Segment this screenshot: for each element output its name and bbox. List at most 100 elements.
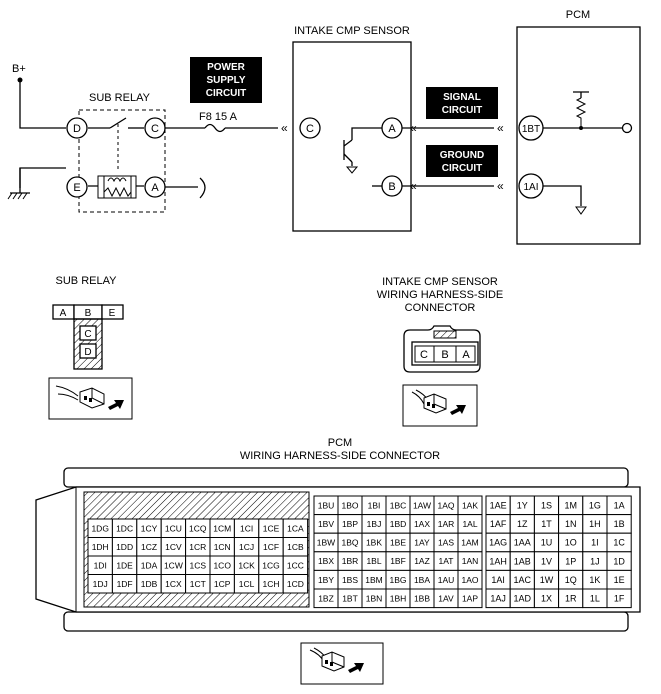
connector-view-icon	[411, 389, 466, 415]
pcm-pin-label: 1AE	[490, 501, 507, 511]
pcm-pin-label: 1CF	[263, 542, 279, 552]
pcm-pin-label: 1BM	[365, 575, 382, 585]
relay-pin-c: C	[144, 117, 166, 139]
pcm-pin-label: 1AO	[461, 575, 478, 585]
b-plus-wire	[19, 80, 66, 129]
connector-view-icon	[55, 385, 124, 410]
pcm-pin-label: 1F	[614, 594, 625, 604]
pcm-pin-label: 1DI	[94, 560, 107, 570]
pcm-pin-label: 1DD	[116, 542, 133, 552]
sensor-connector-title-line2: WIRING HARNESS-SIDE	[377, 289, 504, 301]
ground-label-line2: CIRCUIT	[442, 163, 483, 174]
pcm-pin-label: 1AK	[462, 500, 478, 510]
pcm-pin-label: 1AH	[489, 556, 507, 566]
pcm-pin-label: 1BY	[318, 575, 334, 585]
wire-break-icon	[199, 177, 206, 199]
pcm-pin-label: 1AP	[462, 593, 478, 603]
pcm-pin-label: 1CQ	[189, 523, 207, 533]
pcm-output-terminal-icon	[621, 122, 633, 134]
pcm-pin-label: 1BK	[366, 538, 382, 548]
pcm-pin-label: 1BV	[318, 519, 334, 529]
relay-coil-icon	[103, 176, 132, 198]
pcm-pin-label: 1BQ	[341, 538, 358, 548]
pcm-pin-label: 1V	[541, 556, 552, 566]
pcm-pin-label: 1AC	[514, 575, 532, 585]
pcm-pin-label: 1BC	[390, 500, 407, 510]
pcm-pin-label: 1DF	[117, 579, 133, 589]
relay-connector-cell	[79, 325, 97, 341]
pcm-pin-label: 1BL	[366, 556, 381, 566]
pcm-pin-label: 1AT	[439, 556, 454, 566]
pcm-pin-label: 1N	[565, 519, 577, 529]
sensor-pin-c: C	[299, 117, 321, 139]
pcm-pin-label: 1CE	[263, 523, 280, 533]
relay-pin-a: A	[144, 176, 166, 198]
sensor-connector-title-line3: CONNECTOR	[405, 302, 476, 314]
sensor-pin-b: B	[381, 175, 403, 197]
pcm-pin-label: 1A	[614, 501, 625, 511]
pcm-pin-label: 1M	[564, 501, 577, 511]
pcm-pin-label: 1O	[565, 538, 577, 548]
pcm-pin-label: 1BA	[414, 575, 430, 585]
connector-mark-icon: «	[497, 179, 504, 193]
pcm-connector-title-line2: WIRING HARNESS-SIDE CONNECTOR	[240, 450, 440, 462]
pcm-pin-label: 1AM	[461, 538, 478, 548]
pcm-pin-label: 1Y	[517, 501, 528, 511]
pcm-pin-label: 1H	[589, 519, 601, 529]
pcm-pin-label: 1K	[589, 575, 600, 585]
pcm-pin-label: 1AY	[414, 538, 430, 548]
svg-text:C: C	[151, 123, 159, 135]
relay-coil-frame	[97, 175, 137, 199]
relay-connector-pin-e: E	[109, 308, 116, 319]
pcm-pin-label: 1L	[590, 594, 600, 604]
pcm-pin-label: 1BN	[366, 593, 383, 603]
pcm-pin-label: 1AG	[489, 538, 507, 548]
wiring-section: B+ SUB RELAY	[7, 9, 641, 245]
sub-relay-title: SUB RELAY	[89, 92, 151, 104]
pcm-pin-label: 1I	[591, 538, 599, 548]
sensor-connector-pin-c: C	[420, 349, 428, 361]
sensor-connector-inner	[414, 345, 476, 363]
sensor-pin-a: A	[381, 117, 403, 139]
pcm-pin-label: 1J	[590, 556, 600, 566]
pcm-pin-label: 1BO	[341, 500, 358, 510]
relay-pin-e: E	[66, 176, 88, 198]
relay-resistor-icon	[103, 186, 132, 198]
pcm-pin-label: 1AV	[438, 593, 454, 603]
pcm-pin-label: 1AA	[514, 538, 531, 548]
pcm-pin-label: 1AL	[462, 519, 477, 529]
pcm-pin-label: 1P	[565, 556, 576, 566]
sensor-connector-face	[411, 341, 479, 366]
pcm-pin-label: 1BB	[414, 593, 430, 603]
pcm-pin-label: 1DE	[116, 560, 133, 570]
power-supply-label-box	[190, 57, 262, 103]
pcm-pin-label: 1BX	[318, 556, 334, 566]
relay-connector-pin-d: D	[84, 347, 91, 358]
pcm-pin-label: 1BS	[342, 575, 358, 585]
sensor-connector-pin-a: A	[462, 349, 470, 361]
pcm-pin-label: 1CW	[164, 560, 183, 570]
pcm-pin-label: 1CL	[239, 579, 255, 589]
pcm-pin-label: 1CG	[262, 560, 279, 570]
connector-mark-icon: «	[410, 121, 417, 135]
pcm-pin-label: 1CC	[287, 560, 304, 570]
pcm-pin-label: 1AR	[438, 519, 455, 529]
pcm-pin-label: 1CK	[238, 560, 255, 570]
relay-connector-title: SUB RELAY	[56, 275, 118, 287]
pcm-pin-label: 1CB	[287, 542, 304, 552]
pcm-pin-label: 1BF	[390, 556, 406, 566]
pcm-pin-label: 1Z	[517, 519, 528, 529]
sensor-connector: INTAKE CMP SENSOR WIRING HARNESS-SIDE CO…	[377, 276, 504, 427]
pcm-pin-label: 1CT	[190, 579, 206, 589]
signal-label-box	[426, 87, 498, 119]
relay-connector-pin-b: B	[85, 308, 92, 319]
pcm-pin-label: 1AZ	[414, 556, 430, 566]
pcm-pin-label: 1AQ	[437, 500, 454, 510]
power-supply-label-line1: POWER	[207, 62, 246, 73]
pcm-pin-label: 1DH	[92, 542, 109, 552]
svg-text:A: A	[151, 182, 159, 194]
pcm-ground-internal	[543, 185, 582, 206]
